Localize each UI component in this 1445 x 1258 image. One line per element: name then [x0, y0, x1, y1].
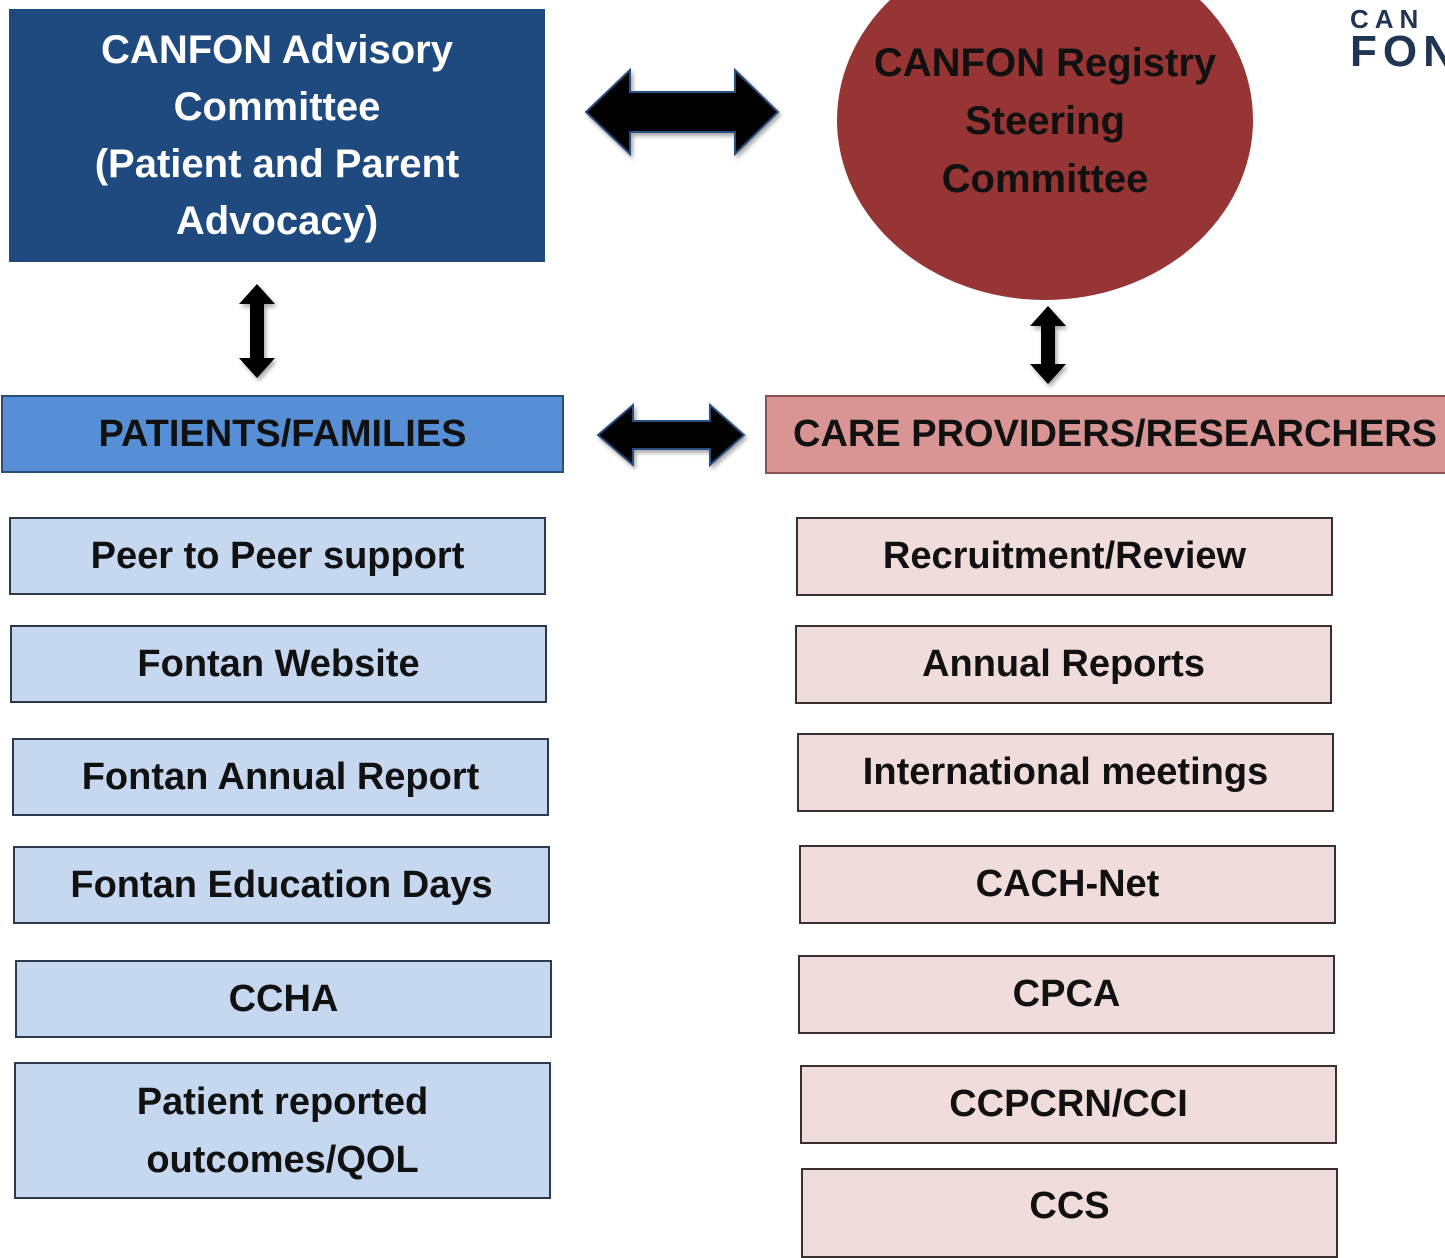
- patients-item-fontan-website: Fontan Website: [10, 625, 547, 703]
- providers-item-recruitment: Recruitment/Review: [796, 517, 1333, 596]
- steering-line-1: CANFON Registry: [873, 41, 1217, 85]
- logo-line-1: CAN: [1350, 4, 1425, 34]
- canfon-logo: CAN FON: [1350, 6, 1445, 74]
- steering-line-2: Steering: [964, 99, 1126, 143]
- providers-item-international-meetings: International meetings: [797, 733, 1334, 812]
- advisory-line-1: CANFON Advisory: [101, 27, 453, 72]
- patients-item-annual-report: Fontan Annual Report: [12, 738, 549, 816]
- logo-line-2: FON: [1350, 27, 1445, 76]
- patients-item-peer-support: Peer to Peer support: [9, 517, 546, 595]
- outcomes-line-1: Patient reported: [136, 1080, 429, 1123]
- advisory-line-2: Committee: [173, 84, 381, 129]
- advisory-line-3: (Patient and Parent: [94, 141, 460, 186]
- advisory-steering-arrow: [584, 67, 780, 157]
- steering-providers-arrow: [1030, 306, 1066, 384]
- outcomes-line-2: outcomes/QOL: [146, 1138, 419, 1181]
- patients-providers-arrow: [596, 402, 746, 468]
- patients-item-outcomes: Patient reported outcomes/QOL: [14, 1062, 551, 1199]
- steering-committee-circle: CANFON Registry Steering Committee: [837, 0, 1253, 300]
- providers-item-ccpcrn-cci: CCPCRN/CCI: [800, 1065, 1337, 1144]
- care-providers-heading: CARE PROVIDERS/RESEARCHERS: [765, 395, 1445, 474]
- patients-families-heading: PATIENTS/FAMILIES: [1, 395, 564, 473]
- steering-line-3: Committee: [941, 157, 1149, 201]
- providers-item-annual-reports: Annual Reports: [795, 625, 1332, 704]
- advisory-patients-arrow: [239, 284, 275, 378]
- patients-item-ccha: CCHA: [15, 960, 552, 1038]
- providers-item-ccs: CCS: [801, 1168, 1338, 1258]
- patients-item-education-days: Fontan Education Days: [13, 846, 550, 924]
- advisory-line-4: Advocacy): [175, 198, 379, 243]
- providers-item-cpca: CPCA: [798, 955, 1335, 1034]
- advisory-committee-box: CANFON Advisory Committee (Patient and P…: [9, 9, 545, 262]
- providers-item-cach-net: CACH-Net: [799, 845, 1336, 924]
